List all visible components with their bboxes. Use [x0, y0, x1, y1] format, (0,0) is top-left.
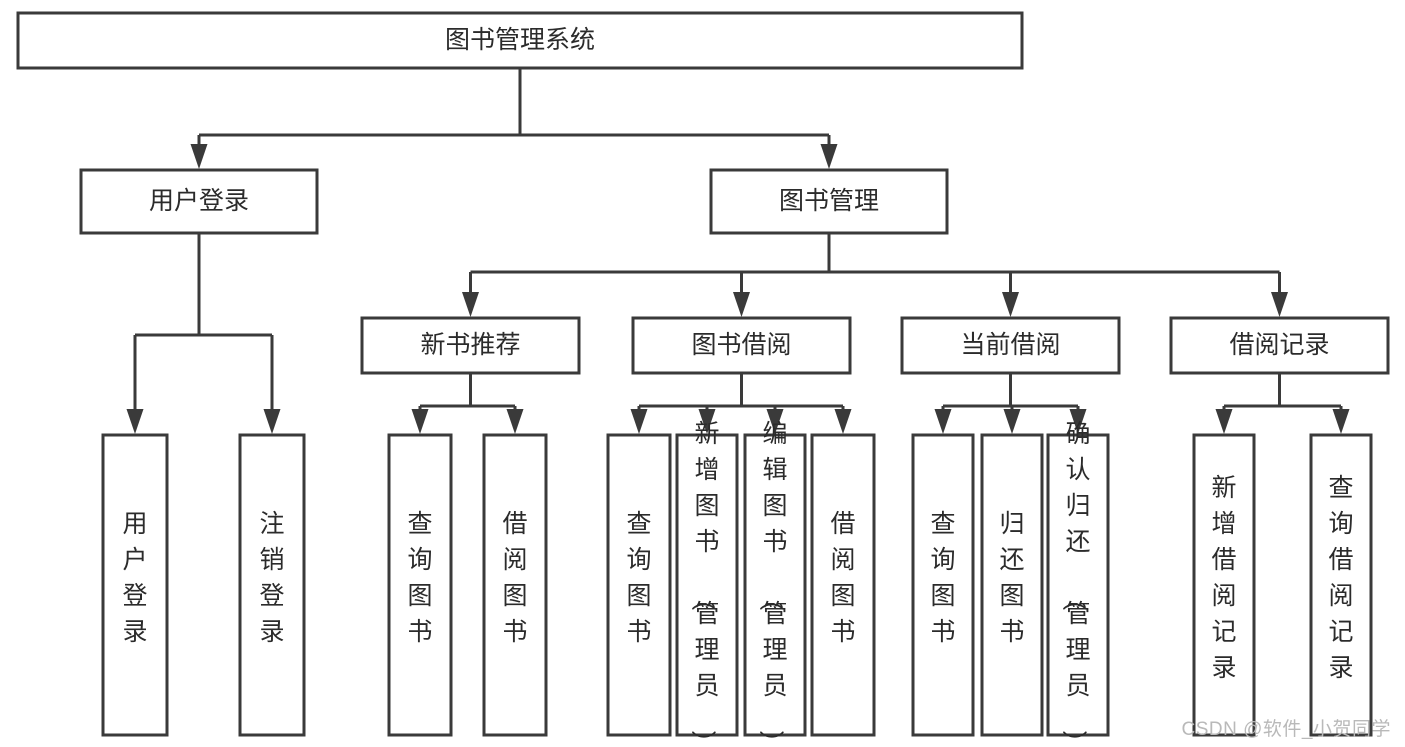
arrow-head-icon — [462, 292, 479, 317]
node-label-leaf-borrow-edit: 编辑图书（管理员） — [756, 420, 787, 747]
arrow-head-icon — [820, 144, 838, 169]
node-label-leaf-rec-add: 新增借阅记录 — [1211, 474, 1236, 682]
connector-group-borrowrecord-to-leaves — [1215, 373, 1350, 434]
arrow-head-icon — [1332, 409, 1350, 434]
node-borrow-record[interactable]: 借阅记录 — [1169, 316, 1390, 375]
connector-group-root-to-level1 — [190, 68, 838, 169]
node-box-book-borrow — [631, 316, 852, 375]
node-leaf-cur-confirm[interactable]: 确认归还（管理员） — [1046, 420, 1110, 747]
arrow-head-icon — [1003, 409, 1021, 434]
node-label-leaf-cur-return: 归还图书 — [999, 510, 1024, 646]
node-label-leaf-borrow-query: 查询图书 — [626, 510, 651, 646]
node-box-new-book-rec — [360, 316, 581, 375]
node-leaf-user-login[interactable]: 用户登录 — [101, 433, 169, 737]
node-box-leaf-user-login — [101, 433, 169, 737]
node-box-leaf-cur-confirm — [1046, 433, 1110, 737]
node-label-book-manage: 图书管理 — [779, 187, 879, 215]
arrow-head-icon — [1215, 409, 1233, 434]
node-label-leaf-borrow-do: 借阅图书 — [830, 510, 855, 646]
node-box-leaf-borrow-add — [675, 433, 739, 737]
node-box-leaf-rec-query — [387, 433, 453, 737]
connector-group-userlogin-to-leaves — [126, 233, 281, 434]
node-label-leaf-cur-confirm: 确认归还（管理员） — [1059, 420, 1090, 747]
arrow-head-icon — [506, 409, 524, 434]
node-box-leaf-cur-query — [911, 433, 975, 737]
node-box-leaf-rec-borrow — [482, 433, 548, 737]
node-label-book-borrow: 图书借阅 — [691, 331, 791, 359]
arrow-head-icon — [411, 409, 429, 434]
arrow-head-icon — [834, 409, 852, 434]
node-leaf-rec-borrow[interactable]: 借阅图书 — [482, 433, 548, 737]
node-label-current-borrow: 当前借阅 — [960, 331, 1060, 359]
node-user-login[interactable]: 用户登录 — [79, 168, 319, 235]
node-layer: 图书管理系统用户登录图书管理新书推荐图书借阅当前借阅借阅记录用户登录注销登录查询… — [16, 11, 1390, 747]
node-leaf-borrow-query[interactable]: 查询图书 — [606, 433, 672, 737]
node-label-root: 图书管理系统 — [445, 26, 595, 54]
node-box-leaf-cur-return — [980, 433, 1044, 737]
node-label-borrow-record: 借阅记录 — [1229, 331, 1329, 359]
arrow-head-icon — [766, 409, 784, 434]
node-box-leaf-user-logout — [238, 433, 306, 737]
node-leaf-rec-query2[interactable]: 查询借阅记录 — [1309, 433, 1373, 737]
connector-group-bookborrow-to-leaves — [630, 373, 852, 434]
connector-layer — [126, 68, 1350, 434]
node-label-leaf-rec-query2: 查询借阅记录 — [1328, 474, 1353, 682]
node-leaf-borrow-edit[interactable]: 编辑图书（管理员） — [743, 420, 807, 747]
connector-group-currentborrow-to-leaves — [934, 373, 1087, 434]
arrow-head-icon — [934, 409, 952, 434]
node-box-leaf-rec-query2 — [1309, 433, 1373, 737]
node-root[interactable]: 图书管理系统 — [16, 11, 1024, 70]
node-box-leaf-borrow-do — [810, 433, 876, 737]
node-current-borrow[interactable]: 当前借阅 — [900, 316, 1121, 375]
node-label-leaf-user-login: 用户登录 — [122, 510, 147, 646]
node-box-book-manage — [709, 168, 949, 235]
arrow-head-icon — [126, 409, 144, 434]
watermark-label: CSDN @软件_小贺同学 — [1181, 719, 1391, 740]
node-leaf-cur-return[interactable]: 归还图书 — [980, 433, 1044, 737]
node-label-new-book-rec: 新书推荐 — [420, 331, 520, 359]
arrow-head-icon — [1002, 292, 1019, 317]
node-leaf-cur-query[interactable]: 查询图书 — [911, 433, 975, 737]
node-box-borrow-record — [1169, 316, 1390, 375]
node-box-user-login — [79, 168, 319, 235]
arrow-head-icon — [1271, 292, 1288, 317]
node-new-book-rec[interactable]: 新书推荐 — [360, 316, 581, 375]
node-label-leaf-user-logout: 注销登录 — [259, 510, 284, 646]
node-leaf-rec-query[interactable]: 查询图书 — [387, 433, 453, 737]
arrow-head-icon — [733, 292, 750, 317]
node-book-borrow[interactable]: 图书借阅 — [631, 316, 852, 375]
node-label-user-login: 用户登录 — [149, 187, 249, 215]
node-leaf-rec-add[interactable]: 新增借阅记录 — [1192, 433, 1256, 737]
node-label-leaf-borrow-add: 新增图书（管理员） — [688, 420, 719, 747]
node-label-leaf-cur-query: 查询图书 — [930, 510, 955, 646]
arrow-head-icon — [698, 409, 716, 434]
node-box-leaf-rec-add — [1192, 433, 1256, 737]
node-leaf-borrow-add[interactable]: 新增图书（管理员） — [675, 420, 739, 747]
node-box-leaf-borrow-query — [606, 433, 672, 737]
node-box-current-borrow — [900, 316, 1121, 375]
connector-group-newbookrec-to-leaves — [411, 373, 524, 434]
node-box-leaf-borrow-edit — [743, 433, 807, 737]
node-leaf-user-logout[interactable]: 注销登录 — [238, 433, 306, 737]
arrow-head-icon — [1069, 409, 1087, 434]
arrow-head-icon — [263, 409, 281, 434]
arrow-head-icon — [190, 144, 208, 169]
connector-group-bookmanage-to-level2 — [462, 233, 1288, 317]
node-book-manage[interactable]: 图书管理 — [709, 168, 949, 235]
node-box-root — [16, 11, 1024, 70]
arrow-head-icon — [630, 409, 648, 434]
node-label-leaf-rec-query: 查询图书 — [407, 510, 432, 646]
node-leaf-borrow-do[interactable]: 借阅图书 — [810, 433, 876, 737]
node-label-leaf-rec-borrow: 借阅图书 — [502, 510, 527, 646]
